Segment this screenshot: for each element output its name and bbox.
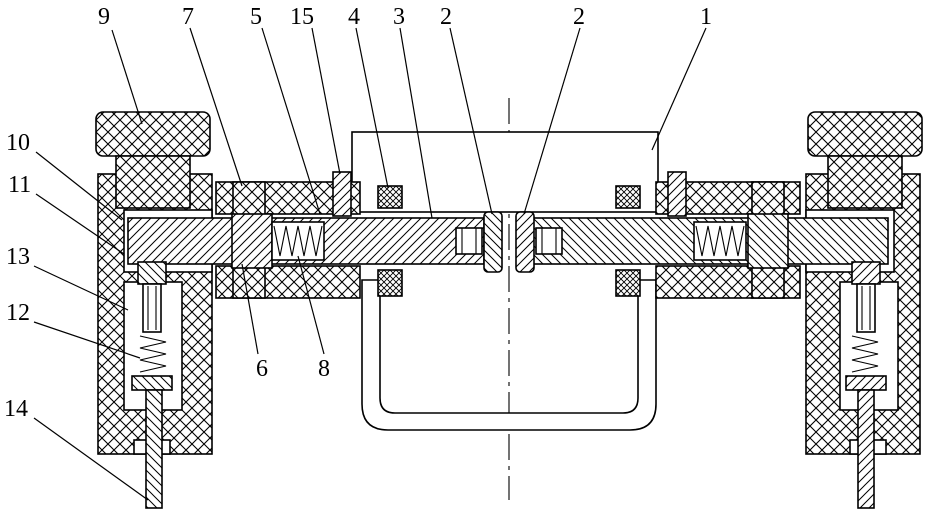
right-shaft bbox=[532, 214, 888, 268]
label-7: 7 bbox=[182, 4, 194, 30]
label-14: 14 bbox=[4, 396, 28, 422]
label-4: 4 bbox=[348, 4, 360, 30]
label-2-right: 2 bbox=[573, 4, 585, 30]
label-9: 9 bbox=[98, 4, 110, 30]
label-1: 1 bbox=[700, 4, 712, 30]
label-15: 15 bbox=[290, 4, 314, 30]
label-10: 10 bbox=[6, 130, 30, 156]
label-11: 11 bbox=[8, 172, 31, 198]
label-6: 6 bbox=[256, 356, 268, 382]
label-12: 12 bbox=[6, 300, 30, 326]
left-shaft bbox=[128, 214, 484, 268]
label-13: 13 bbox=[6, 244, 30, 270]
label-3: 3 bbox=[393, 4, 405, 30]
label-2-left: 2 bbox=[440, 4, 452, 30]
label-8: 8 bbox=[318, 356, 330, 382]
label-5: 5 bbox=[250, 4, 262, 30]
